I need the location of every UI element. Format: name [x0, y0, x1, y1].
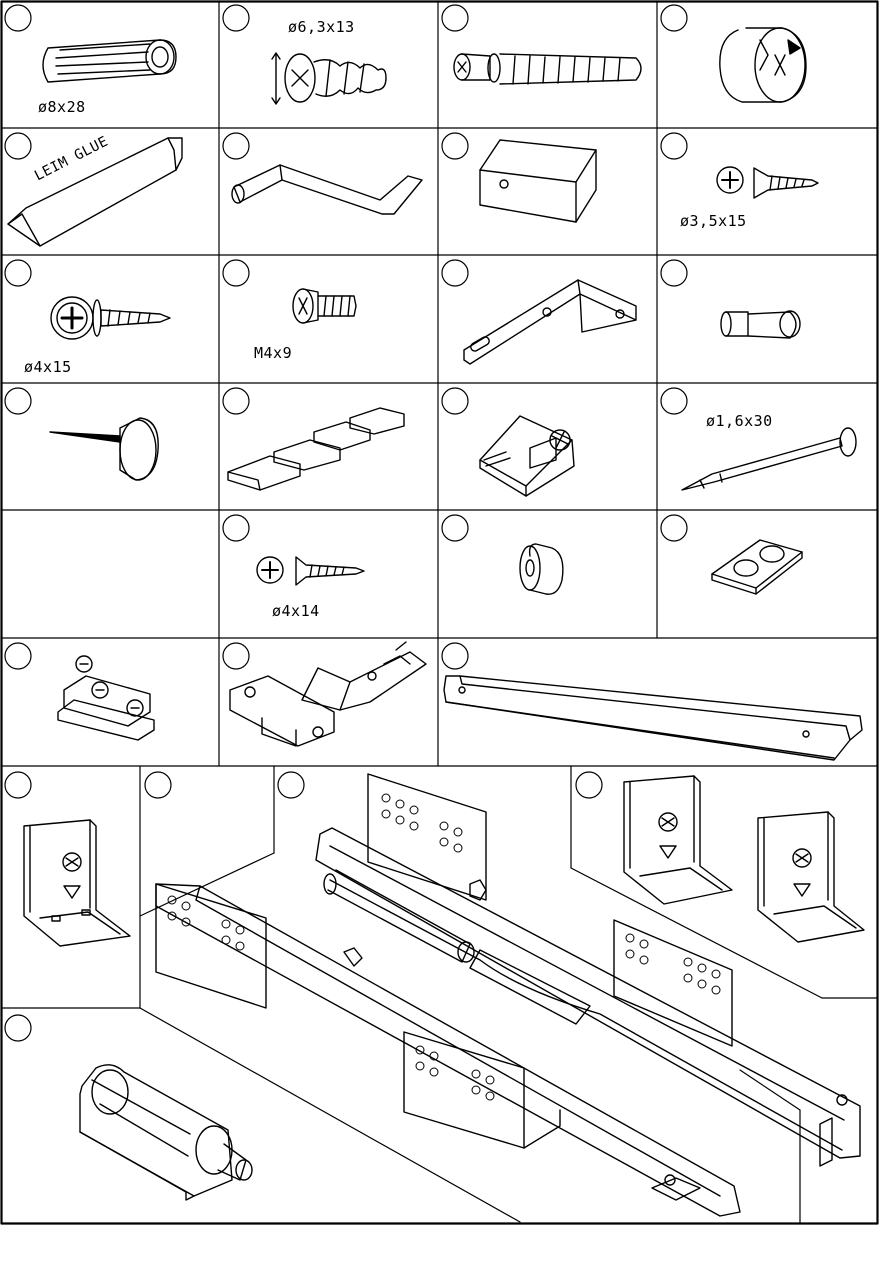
- nail-size-label: ø1,6x30: [706, 412, 773, 430]
- nail-icon: [682, 428, 856, 490]
- angle-bracket-icon: [464, 280, 636, 364]
- bumper-icon: [520, 544, 563, 594]
- shelf-support-pin-icon: [721, 311, 800, 338]
- double-felt-pad-icon: [712, 540, 802, 594]
- drawer-runner-pair-icon: [156, 774, 860, 1216]
- corner-connector-icon: [480, 416, 574, 496]
- push-latch-icon: [80, 1065, 252, 1200]
- grid-lines: [1, 1, 878, 1224]
- bolt-m4-size-label: M4x9: [254, 344, 292, 362]
- machine-bolt-icon: [293, 289, 356, 323]
- screw-4x14-size-label: ø4x14: [272, 602, 320, 620]
- item-number-circles: [5, 5, 687, 1041]
- countersunk-screw-icon: [257, 557, 364, 585]
- rail-bracket-pair-icon: [624, 776, 864, 942]
- rail-bracket-left-icon: [24, 820, 130, 946]
- cam-bolt-size-label: ø6,3x13: [288, 18, 355, 36]
- hinge-mounting-plate-icon: [58, 656, 154, 740]
- hex-key-icon: [232, 165, 422, 214]
- countersunk-screw-small-icon: [717, 167, 818, 198]
- screw-4x15-size-label: ø4x15: [24, 358, 72, 376]
- connector-bolt-icon: [454, 54, 641, 84]
- screw-3-5-size-label: ø3,5x15: [680, 212, 747, 230]
- washer-screw-icon: [51, 297, 170, 339]
- dowel-size-label: ø8x28: [38, 98, 86, 116]
- euro-screw-icon: [272, 53, 386, 104]
- concealed-hinge-icon: [230, 642, 426, 746]
- wooden-block-icon: [480, 140, 596, 222]
- pushpin-glide-icon: [50, 418, 158, 480]
- felt-pads-icon: [228, 408, 404, 490]
- c-channel-rail-icon: [444, 676, 862, 760]
- wooden-dowel-icon: [43, 40, 176, 82]
- cam-lock-icon: [720, 28, 806, 102]
